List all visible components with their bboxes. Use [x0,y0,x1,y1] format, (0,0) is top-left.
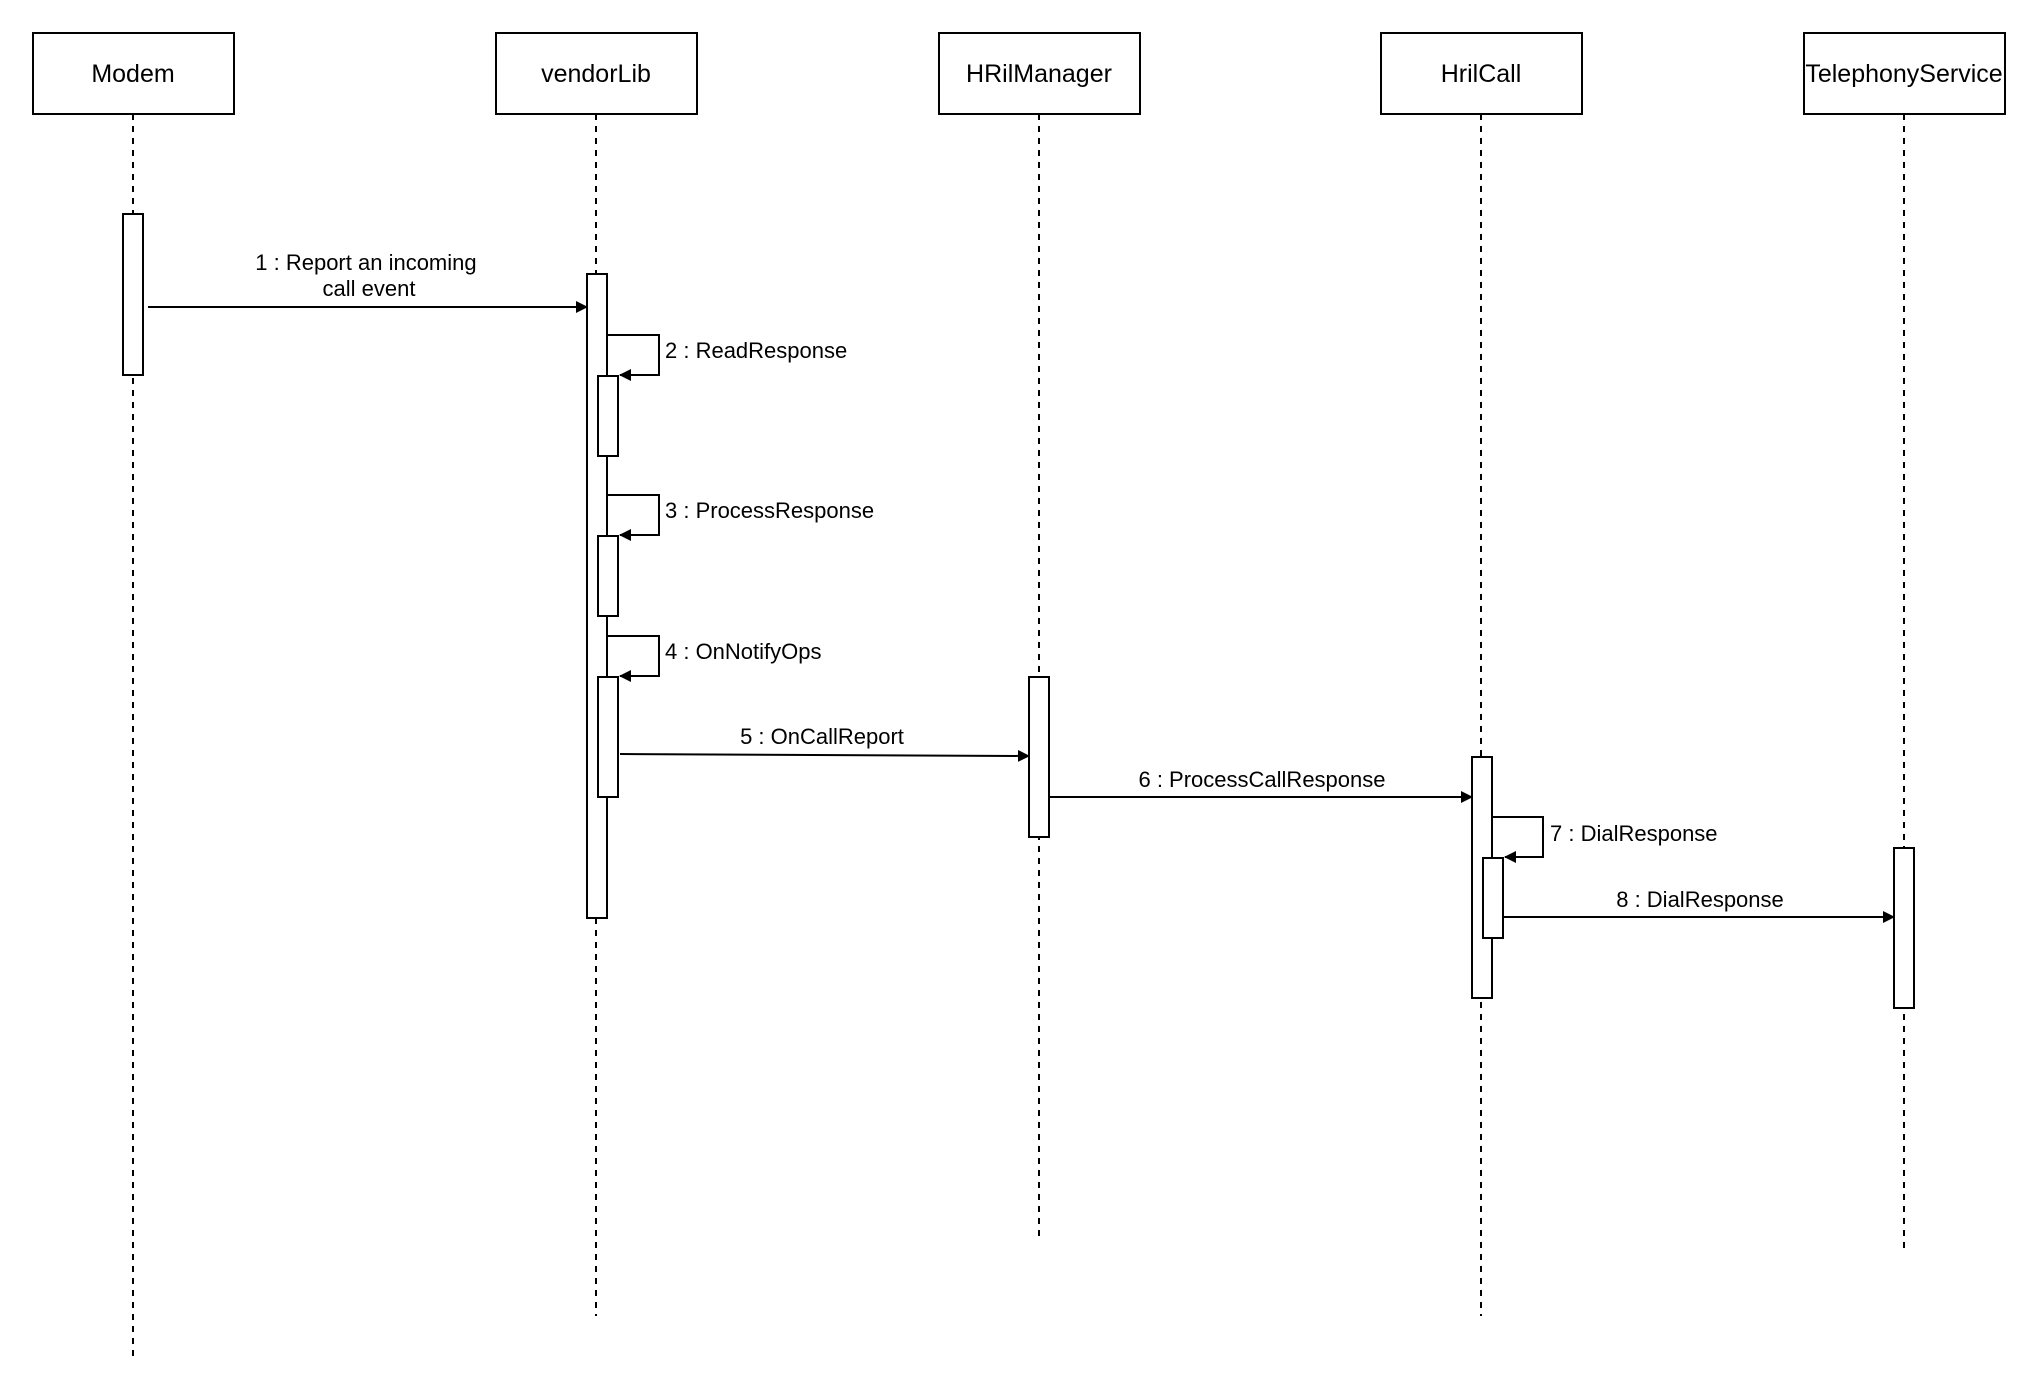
message-label-5: 5 : OnCallReport [740,724,904,749]
participant-label: TelephonyService [1805,60,2002,88]
activation-hrilmanager [1028,676,1050,838]
message-label-7: 7 : DialResponse [1550,821,1718,846]
participant-hrilcall: HrilCall [1380,32,1583,115]
activation-vendorlib-notify [597,676,619,798]
activation-hrilcall-dial [1482,857,1504,939]
message-arrow-4 [607,635,660,682]
message-arrow-7 [1492,816,1544,863]
participant-label: vendorLib [541,60,651,88]
message-label-6: 6 : ProcessCallResponse [1138,767,1385,792]
activation-telephonyservice [1893,847,1915,1009]
message-arrow-3 [607,494,660,541]
participant-label: HRilManager [966,60,1112,88]
participant-telephonyservice: TelephonyService [1803,32,2006,115]
participant-label: HrilCall [1441,60,1522,88]
activation-modem [122,213,144,376]
participant-vendorlib: vendorLib [495,32,698,115]
message-label-8: 8 : DialResponse [1616,887,1784,912]
message-label-3: 3 : ProcessResponse [665,498,874,523]
activation-vendorlib-read [597,375,619,457]
message-label-2: 2 : ReadResponse [665,338,847,363]
message-label-line: call event [323,276,416,301]
message-arrow-5 [619,749,1030,762]
message-arrow-2 [607,334,660,381]
participant-hrilmanager: HRilManager [938,32,1141,115]
activation-vendorlib-process [597,535,619,617]
message-label-1: 1 : Report an incoming call event [255,250,482,301]
message-label-4: 4 : OnNotifyOps [665,639,822,664]
participant-modem: Modem [32,32,235,115]
message-label-line: 1 : Report an incoming [255,250,476,275]
participant-label: Modem [91,60,174,88]
